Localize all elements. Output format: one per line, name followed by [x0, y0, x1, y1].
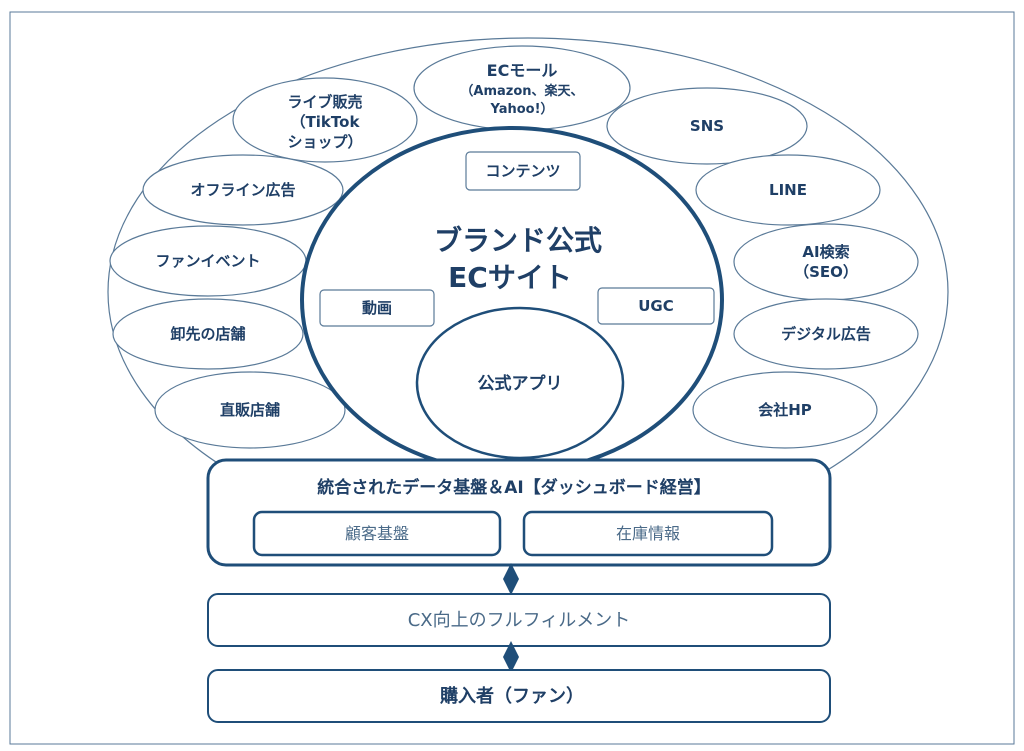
official-app-label: 公式アプリ — [478, 373, 563, 394]
fulfillment-label: CX向上のフルフィルメント — [408, 610, 631, 631]
digital-ad-ellipse — [733, 298, 919, 370]
ec-mall-sub2: Yahoo!） — [489, 101, 553, 117]
inventory-box — [522, 510, 774, 557]
official-app-circle — [415, 306, 625, 460]
sns-label: SNS — [690, 117, 724, 135]
ugc-label: UGC — [638, 297, 674, 315]
fulfillment-box — [207, 593, 831, 647]
video-box — [319, 289, 435, 327]
wholesale-label: 卸先の店舗 — [170, 325, 245, 343]
live-label: ライブ販売 — [287, 93, 362, 111]
content-box — [465, 151, 581, 191]
ec-mall-sub1: （Amazon、楽天、 — [460, 83, 583, 99]
fan-event-label: ファンイベント — [155, 252, 260, 270]
data-platform-title: 統合されたデータ基盤＆AI【ダッシュボード経営】 — [317, 477, 710, 498]
live-sub1: （TikTok — [291, 113, 361, 131]
corporate-hp-ellipse — [692, 371, 878, 449]
ec-mall-label: ECモール — [487, 61, 558, 80]
video-label: 動画 — [362, 299, 392, 317]
live-ellipse — [232, 77, 418, 163]
offline-ad-label: オフライン広告 — [190, 181, 295, 199]
sns-ellipse — [606, 87, 808, 165]
brand-title-line1: ブランド公式 — [434, 224, 602, 257]
direct-store-label: 直販店舗 — [220, 401, 280, 419]
customer-base-box — [252, 510, 502, 557]
corporate-hp-label: 会社HP — [758, 401, 812, 419]
line-ellipse — [695, 154, 881, 226]
customer-base-label: 顧客基盤 — [345, 524, 409, 543]
digital-ad-label: デジタル広告 — [781, 325, 871, 343]
ugc-box — [597, 287, 715, 325]
buyer-box — [207, 669, 831, 723]
direct-store-ellipse — [154, 371, 346, 449]
ai-search-sub: （SEO） — [794, 263, 858, 281]
brand-title-line2: ECサイト — [448, 261, 572, 294]
line-label: LINE — [769, 181, 807, 199]
ai-search-label: AI検索 — [802, 243, 849, 261]
content-label: コンテンツ — [485, 162, 560, 180]
buyer-label: 購入者（ファン） — [439, 685, 584, 707]
offline-ad-ellipse — [142, 154, 344, 226]
inventory-label: 在庫情報 — [616, 524, 680, 543]
live-sub2: ショップ） — [287, 133, 362, 151]
ai-search-ellipse — [733, 223, 919, 301]
wholesale-ellipse — [112, 298, 304, 370]
